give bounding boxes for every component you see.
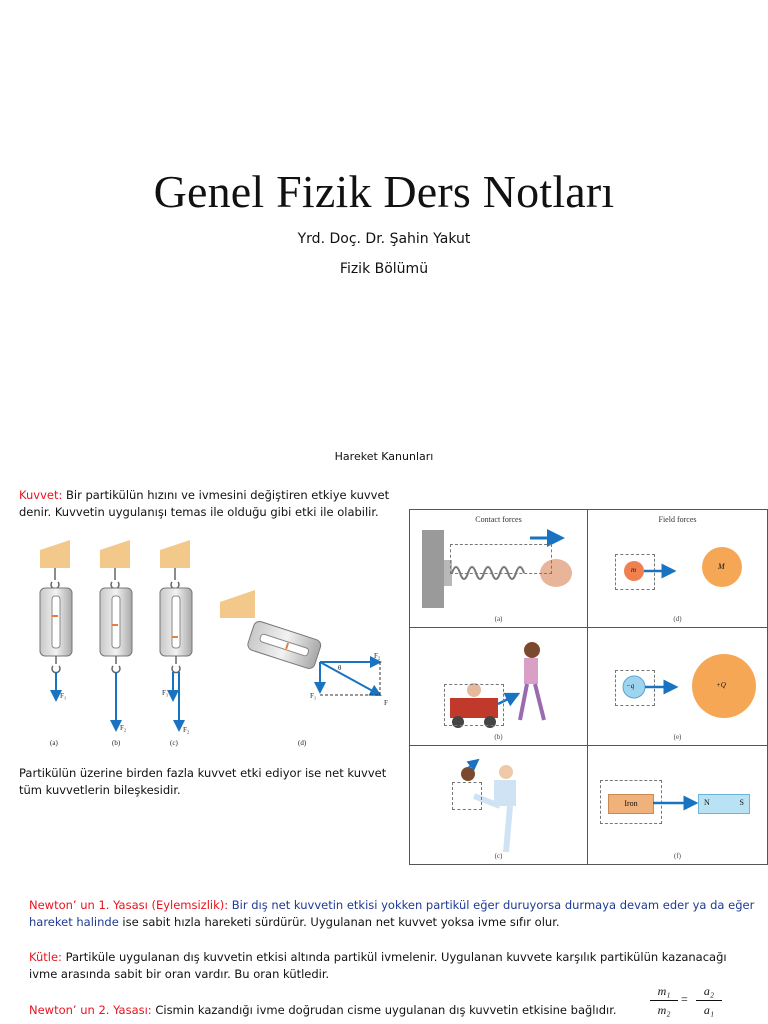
section-heading: Hareket Kanunları bbox=[334, 450, 434, 463]
formula-a1: a₁ bbox=[703, 1003, 715, 1017]
field-forces-title: Field forces bbox=[658, 515, 697, 524]
net-force-line2: tüm kuvvetlerin bileşkesidir. bbox=[19, 783, 181, 797]
caption-c-grid: (c) bbox=[494, 852, 503, 860]
mass-line1: Partiküle uygulanan dış kuvvetin etkisi … bbox=[61, 950, 727, 964]
newton-first-law: Newton’ un 1. Yasası (Eylemsizlik): Bir … bbox=[29, 897, 764, 931]
spring-scale-d bbox=[220, 590, 382, 696]
label-f2-d: F₂ bbox=[374, 652, 381, 660]
cell-contact-wagon: (b) bbox=[410, 628, 588, 746]
force-term: Kuvvet: bbox=[19, 488, 63, 502]
department-name: Fizik Bölümü bbox=[339, 261, 429, 277]
spring-scale-figure: F₁ F₂ F₁ F₂ F₂ F₁ F θ (a) (b) (c) (d) bbox=[39, 540, 388, 747]
mass-large-label: M bbox=[718, 562, 725, 571]
caption-e-grid: (e) bbox=[673, 733, 682, 741]
cell-field-magnetic: Iron N S (f) bbox=[588, 746, 767, 864]
caption-f-grid: (f) bbox=[674, 852, 681, 860]
caption-a-grid: (a) bbox=[494, 615, 503, 623]
newton-second-law: Newton’ un 2. Yasası: Cismin kazandığı i… bbox=[29, 1002, 639, 1019]
formula-a2: a₂ bbox=[703, 984, 715, 998]
label-f1-c: F₁ bbox=[162, 689, 168, 697]
electric-illustration bbox=[622, 654, 756, 718]
spring-hand-illustration bbox=[422, 529, 572, 608]
label-theta: θ bbox=[338, 664, 342, 672]
net-force-line1: Partikülün üzerine birden fazla kuvvet e… bbox=[19, 766, 387, 780]
formula-m2: m₂ bbox=[657, 1003, 671, 1017]
force-text-line1: Bir partikülün hızını ve ivmesini değişt… bbox=[62, 488, 390, 502]
kick-illustration bbox=[461, 758, 516, 853]
cell-contact-spring: Contact forces (a) bbox=[410, 510, 588, 628]
charge-pos-label: +Q bbox=[716, 681, 726, 689]
magnet-s-label: S bbox=[739, 798, 744, 807]
spring-scale-a bbox=[39, 540, 73, 702]
mass-line2: ivme arasında sabit bir oran vardır. Bu … bbox=[29, 967, 330, 981]
force-definition: Kuvvet: Bir partikülün hızını ve ivmesin… bbox=[19, 487, 399, 521]
charge-neg-label: −q bbox=[626, 682, 635, 690]
formula-equals: = bbox=[681, 992, 688, 1006]
author-name: Yrd. Doç. Dr. Şahin Yakut bbox=[297, 231, 471, 247]
newton1-label: Newton’ un 1. Yasası (Eylemsizlik): bbox=[29, 898, 229, 912]
newton1-blue-text2: hareket halinde bbox=[29, 915, 119, 929]
caption-b-grid: (b) bbox=[494, 733, 503, 741]
cell-field-gravity: Field forces m M (d) bbox=[588, 510, 767, 628]
label-f-d: F bbox=[384, 699, 388, 707]
magnet-n-label: N bbox=[704, 798, 710, 807]
iron-block: Iron bbox=[608, 794, 654, 814]
newton2-text: Cismin kazandığı ivme doğrudan cisme uyg… bbox=[151, 1003, 617, 1017]
formula-m1: m₁ bbox=[657, 984, 671, 998]
force-text-line2: denir. Kuvvetin uygulanışı temas ile old… bbox=[19, 505, 379, 519]
label-f1-a: F₁ bbox=[60, 692, 66, 700]
caption-c: (c) bbox=[170, 739, 178, 747]
formula-bar-left bbox=[650, 1000, 678, 1001]
label-f1-d: F₁ bbox=[310, 692, 316, 700]
caption-d-grid: (d) bbox=[673, 615, 682, 623]
spring-scale-c bbox=[159, 540, 193, 732]
mass-small-label: m bbox=[631, 566, 637, 574]
mass-ratio-formula: m₁ m₂ = a₂ a₁ bbox=[644, 984, 744, 1024]
label-f2-b: F₂ bbox=[120, 724, 127, 732]
gravity-illustration bbox=[624, 547, 742, 587]
caption-b: (b) bbox=[112, 739, 121, 747]
caption-a: (a) bbox=[50, 739, 58, 747]
label-f2-c: F₂ bbox=[183, 726, 190, 734]
newton1-blue-text: Bir dış net kuvvetin etkisi yokken parti… bbox=[228, 898, 755, 912]
newton1-black-text: ise sabit hızla hareketi sürdürür. Uygul… bbox=[118, 915, 560, 929]
contact-forces-title: Contact forces bbox=[475, 515, 522, 524]
formula-bar-right bbox=[696, 1000, 722, 1001]
mass-definition: Kütle: Partiküle uygulanan dış kuvvetin … bbox=[29, 949, 764, 983]
spring-scale-b bbox=[99, 540, 133, 732]
forces-figure: Contact forces (a) Field forces m M (d) bbox=[409, 509, 768, 865]
newton2-label: Newton’ un 2. Yasası: bbox=[29, 1003, 152, 1017]
magnet-arrow bbox=[653, 795, 699, 811]
cell-contact-kick: (c) bbox=[410, 746, 588, 864]
page-title: Genel Fizik Ders Notları bbox=[153, 166, 615, 217]
caption-d: (d) bbox=[298, 739, 307, 747]
bar-magnet: N S bbox=[698, 794, 750, 814]
cell-field-electric: −q +Q (e) bbox=[588, 628, 767, 746]
mass-label: Kütle: bbox=[29, 950, 62, 964]
net-force-text: Partikülün üzerine birden fazla kuvvet e… bbox=[19, 765, 399, 799]
